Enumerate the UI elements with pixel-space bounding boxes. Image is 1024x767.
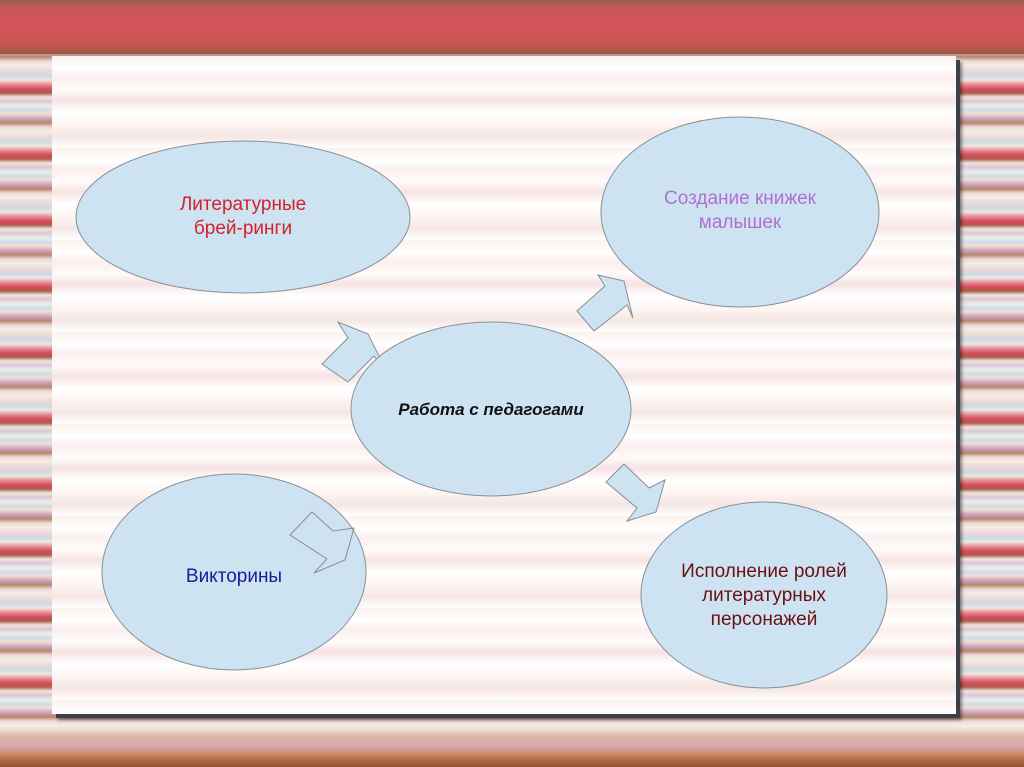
node-quizzes-label: Викторины [185, 566, 283, 587]
node-creating-baby-books-label: Создание книжек малышек [664, 188, 816, 233]
node-literary-brain-rings-shape[interactable] [75, 140, 411, 294]
node-performing-literary-roles-label: Исполнение ролей литературных персонажей [681, 561, 847, 630]
center-node-shape[interactable] [350, 321, 632, 497]
bottom-decorative-band [0, 730, 1024, 767]
top-decorative-band [0, 0, 1024, 54]
arrow-to-performing-literary-roles [605, 463, 666, 522]
node-creating-baby-books-shape[interactable] [600, 116, 880, 308]
arrow-to-quizzes [289, 511, 355, 574]
node-quizzes-shape[interactable] [101, 473, 367, 671]
arrow-to-literary-brain-rings [321, 320, 387, 383]
node-literary-brain-rings-label: Литературные брей-ринги [179, 194, 307, 239]
center-node-label: Работа с педагогами [398, 400, 584, 419]
arrow-to-creating-baby-books [576, 274, 634, 332]
node-performing-literary-roles-shape[interactable] [640, 501, 888, 689]
